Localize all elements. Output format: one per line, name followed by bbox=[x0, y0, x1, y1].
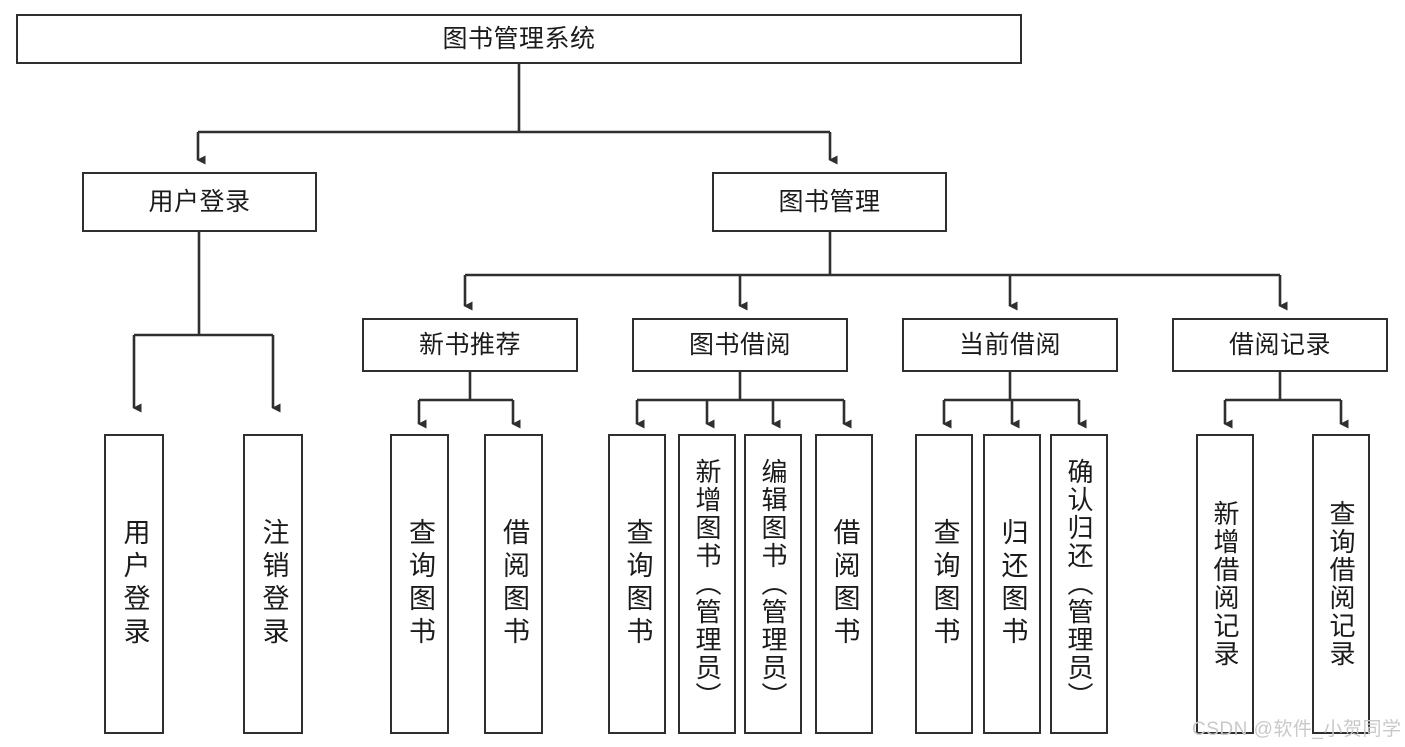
node-label: 新增图书（管理员） bbox=[692, 458, 722, 710]
node-new-book-recommendation[interactable]: 新书推荐 bbox=[362, 318, 578, 372]
node-label: 查询借阅记录 bbox=[1326, 500, 1356, 668]
node-label: 注销登录 bbox=[258, 518, 289, 650]
leaf-query-borrow-record[interactable]: 查询借阅记录 bbox=[1312, 434, 1370, 734]
leaf-borrow-book[interactable]: 借阅图书 bbox=[815, 434, 873, 734]
node-label: 新增借阅记录 bbox=[1210, 500, 1240, 668]
leaf-user-login[interactable]: 用户登录 bbox=[104, 434, 164, 734]
node-current-borrowing[interactable]: 当前借阅 bbox=[902, 318, 1118, 372]
leaf-query-book-recommend[interactable]: 查询图书 bbox=[390, 434, 449, 734]
node-label: 编辑图书（管理员） bbox=[758, 458, 788, 710]
leaf-add-borrow-record[interactable]: 新增借阅记录 bbox=[1196, 434, 1254, 734]
node-label: 借阅图书 bbox=[499, 518, 529, 650]
node-label: 用户登录 bbox=[148, 188, 251, 216]
node-label: 查询图书 bbox=[622, 518, 653, 650]
node-label: 当前借阅 bbox=[958, 331, 1061, 359]
node-book-management[interactable]: 图书管理 bbox=[712, 172, 947, 232]
node-label: 图书管理系统 bbox=[442, 25, 596, 53]
node-label: 借阅记录 bbox=[1228, 331, 1331, 359]
node-label: 归还图书 bbox=[997, 518, 1028, 650]
leaf-confirm-return-admin[interactable]: 确认归还（管理员） bbox=[1050, 434, 1108, 734]
node-label: 图书借阅 bbox=[688, 331, 791, 359]
node-borrowing-record[interactable]: 借阅记录 bbox=[1172, 318, 1388, 372]
leaf-edit-book-admin[interactable]: 编辑图书（管理员） bbox=[744, 434, 802, 734]
leaf-query-book-current[interactable]: 查询图书 bbox=[915, 434, 973, 734]
node-label: 查询图书 bbox=[929, 518, 960, 650]
node-label: 用户登录 bbox=[119, 518, 150, 650]
node-user-login[interactable]: 用户登录 bbox=[82, 172, 317, 232]
node-label: 借阅图书 bbox=[829, 518, 860, 650]
leaf-logout[interactable]: 注销登录 bbox=[243, 434, 303, 734]
leaf-query-book-borrow[interactable]: 查询图书 bbox=[608, 434, 666, 734]
node-label: 图书管理 bbox=[778, 188, 881, 216]
leaf-borrow-book-recommend[interactable]: 借阅图书 bbox=[484, 434, 543, 734]
node-label: 新书推荐 bbox=[418, 331, 521, 359]
leaf-return-book[interactable]: 归还图书 bbox=[983, 434, 1041, 734]
node-book-borrowing[interactable]: 图书借阅 bbox=[632, 318, 848, 372]
leaf-add-book-admin[interactable]: 新增图书（管理员） bbox=[678, 434, 736, 734]
node-root-book-management-system[interactable]: 图书管理系统 bbox=[16, 14, 1022, 64]
node-label: 确认归还（管理员） bbox=[1064, 458, 1094, 710]
csdn-watermark: CSDN @软件_小贺同学 bbox=[1192, 719, 1402, 740]
node-label: 查询图书 bbox=[405, 518, 435, 650]
